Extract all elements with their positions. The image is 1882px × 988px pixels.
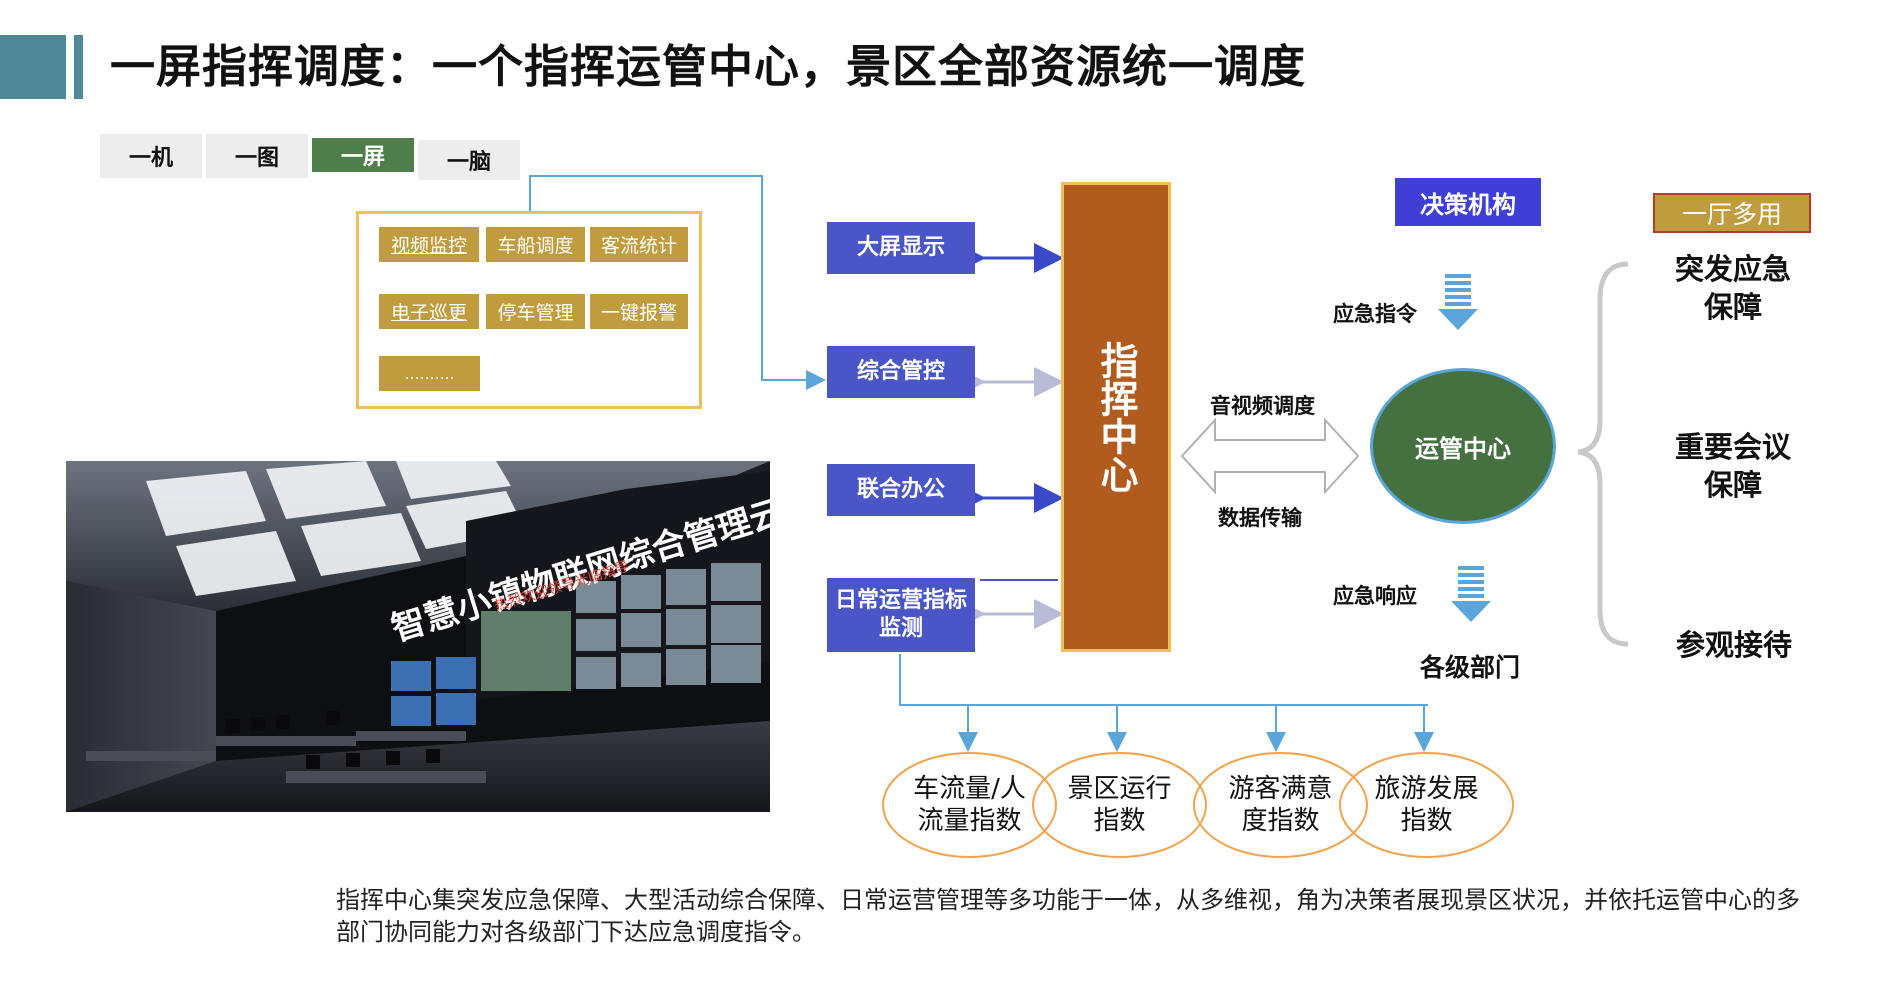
page-title: 一屏指挥调度：一个指挥运管中心，景区全部资源统一调度 [110, 40, 1307, 93]
label-data-transmission: 数据传输 [1218, 506, 1302, 530]
index-traffic: 车流量/人流量指数 [882, 752, 1057, 858]
function-chip: 视频监控 [379, 227, 479, 262]
title-accent-block [0, 35, 66, 99]
tab-yitu[interactable]: 一图 [206, 134, 308, 178]
module-daily-ops-monitoring: 日常运营指标监测 [827, 578, 975, 652]
label-emergency-command: 应急指令 [1333, 302, 1417, 326]
function-chip: 停车管理 [486, 294, 585, 329]
departments-label: 各级部门 [1420, 653, 1521, 682]
tab-yinao[interactable]: 一脑 [418, 140, 520, 180]
tab-yiping[interactable]: 一屏 [312, 138, 414, 172]
index-scenic-operation: 景区运行指数 [1032, 752, 1207, 858]
function-chip: 车船调度 [486, 227, 585, 262]
use-emergency: 突发应急保障 [1674, 252, 1791, 324]
function-chip: 客流统计 [590, 227, 688, 262]
function-chip: 一键报警 [590, 294, 688, 329]
ops-center: 运管中心 [1370, 368, 1556, 524]
title-accent-line [74, 35, 83, 99]
module-integrated-control: 综合管控 [827, 346, 975, 398]
tab-yiji[interactable]: 一机 [100, 134, 202, 178]
module-joint-office: 联合办公 [827, 464, 975, 516]
index-tourism-development: 旅游发展指数 [1339, 752, 1514, 858]
description-text: 指挥中心集突发应急保障、大型活动综合保障、日常运营管理等多功能于一体，从多维视，… [336, 886, 1800, 946]
multi-use-badge: 一厅多用 [1653, 193, 1811, 233]
function-chip: 电子巡更 [379, 294, 479, 329]
command-room-photo: 智慧小镇物联网综合管理云平台 热烈欢迎领导光临指导 [66, 461, 770, 812]
use-meeting: 重要会议保障 [1674, 430, 1791, 502]
label-av-dispatch: 音视频调度 [1210, 394, 1315, 418]
label-emergency-response: 应急响应 [1333, 584, 1417, 608]
function-chip: ………. [379, 356, 480, 391]
decision-body: 决策机构 [1395, 178, 1541, 226]
command-center: 指挥中心 [1061, 182, 1171, 652]
use-visit: 参观接待 [1676, 628, 1793, 662]
module-big-screen: 大屏显示 [827, 222, 975, 274]
